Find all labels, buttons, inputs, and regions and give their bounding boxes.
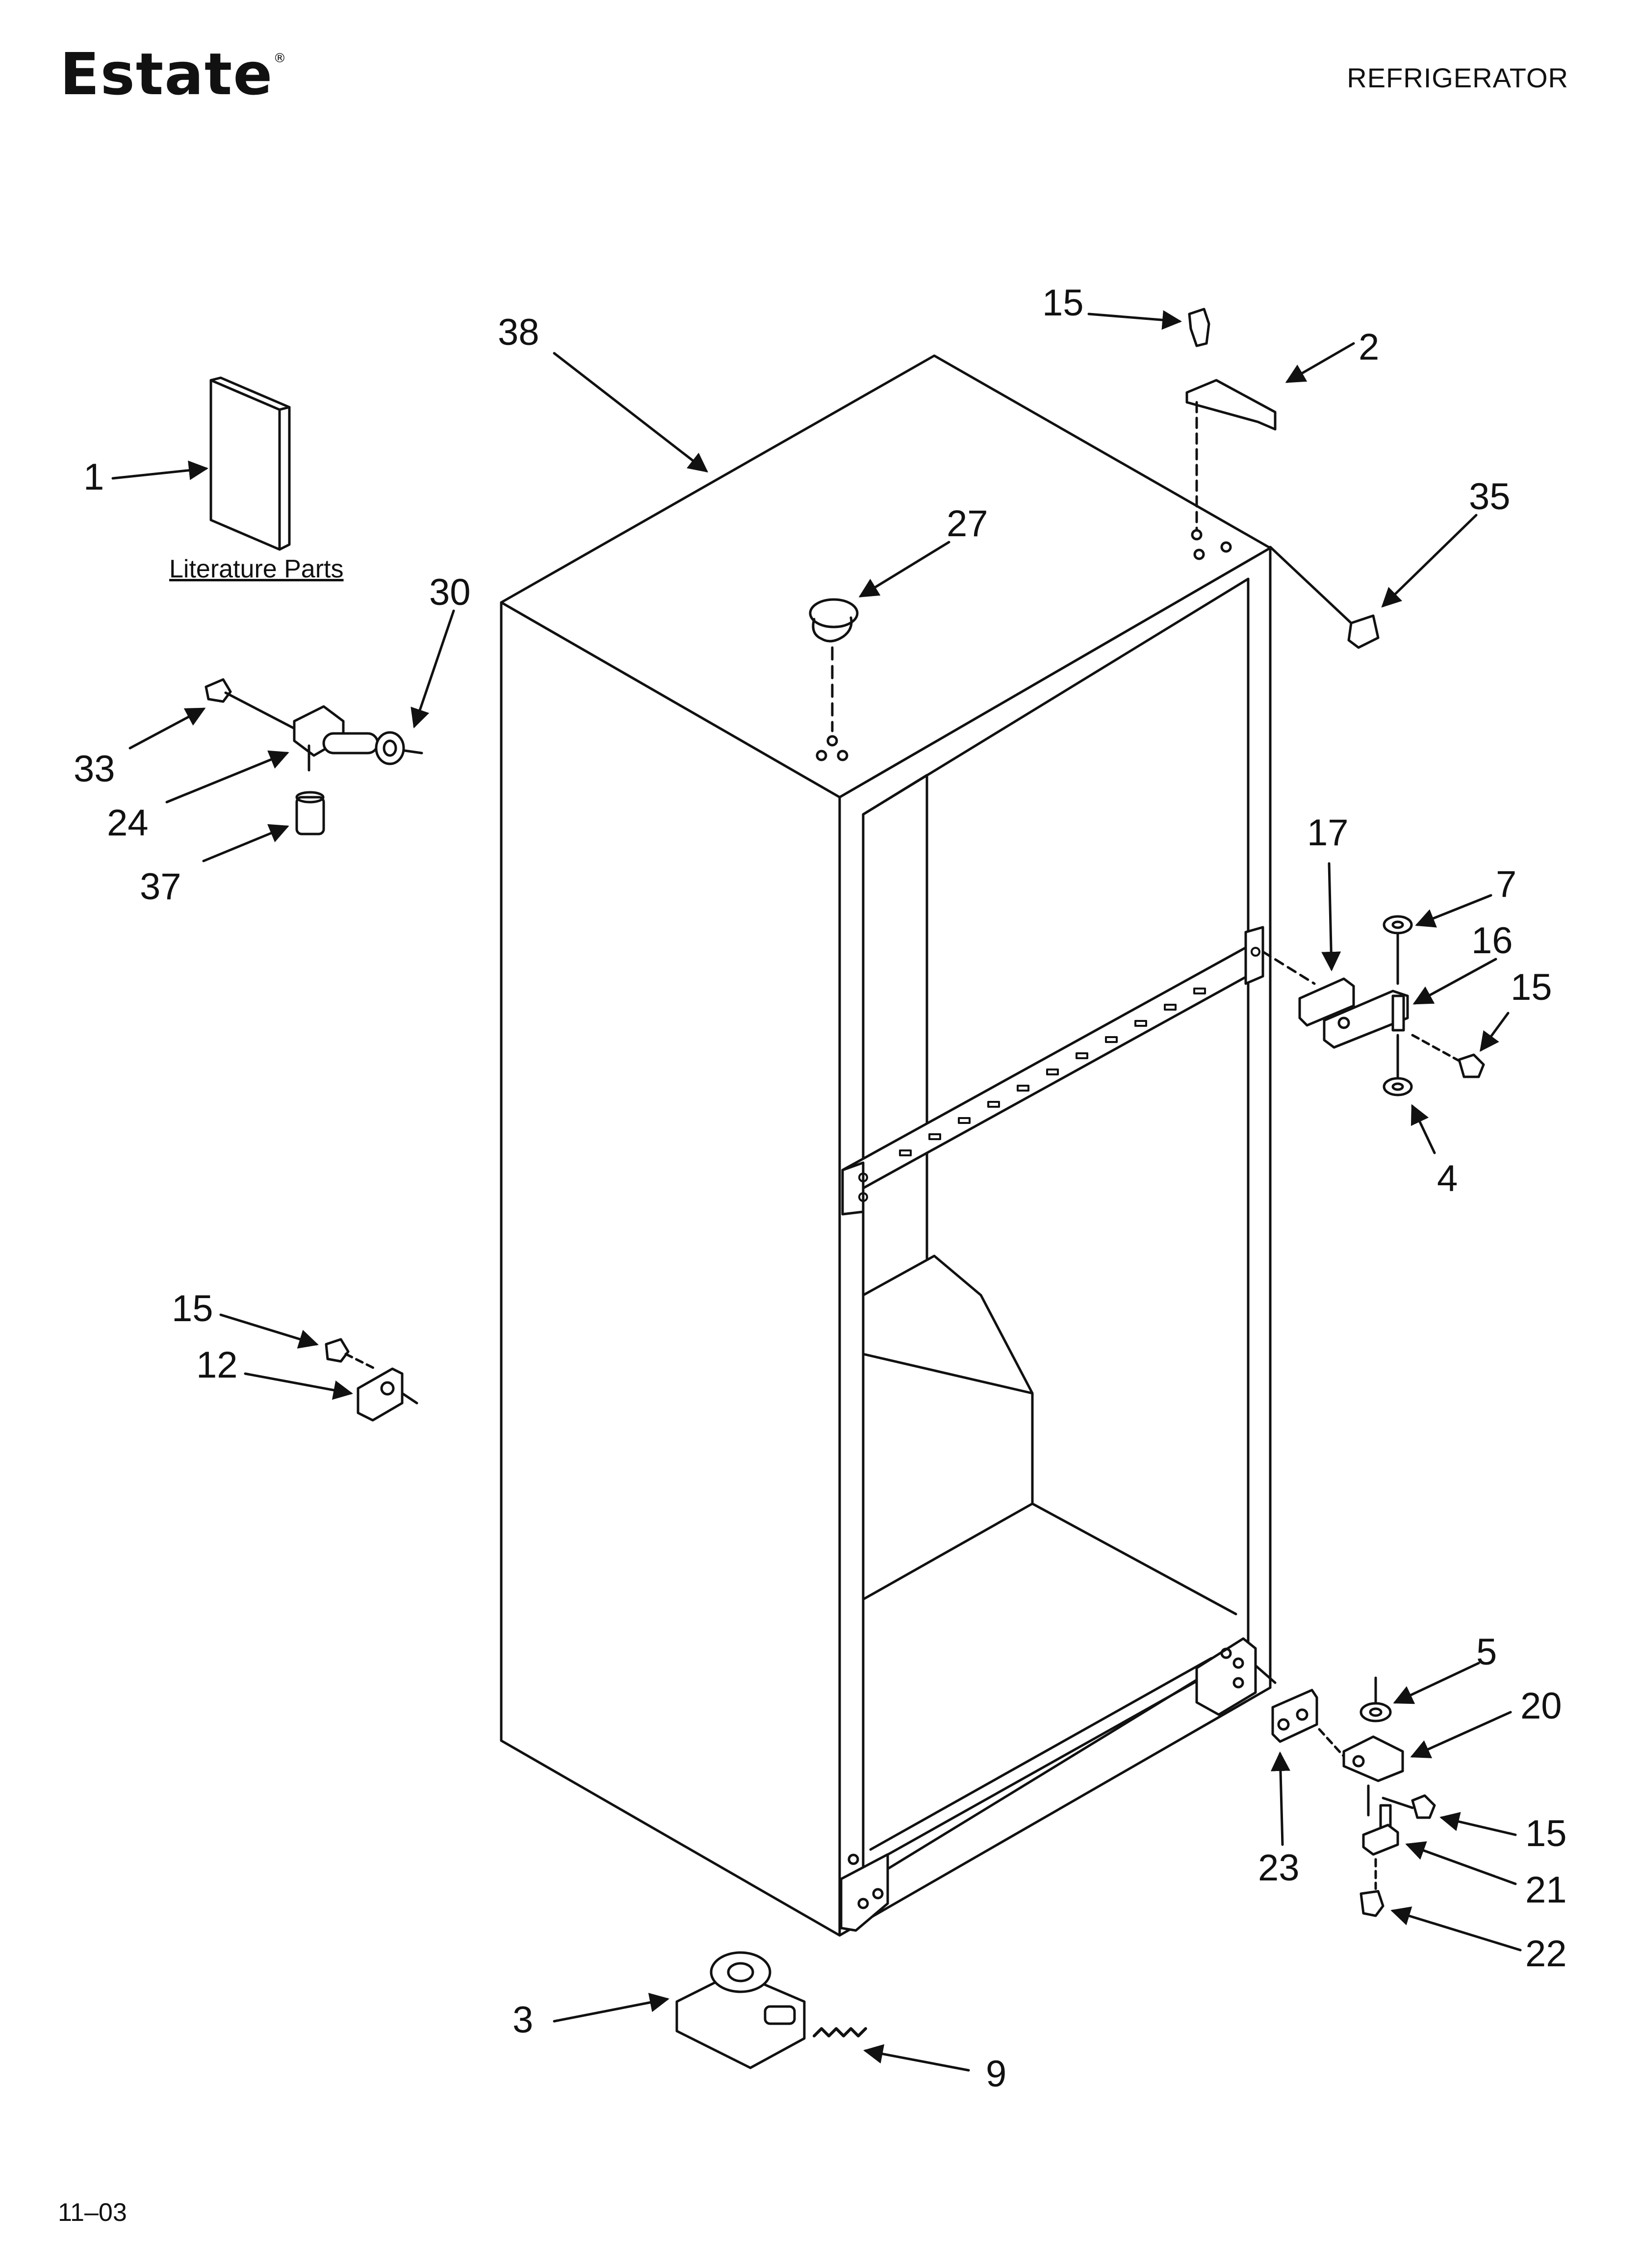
door-closer-latch [325, 1338, 418, 1422]
leader-30 [410, 609, 455, 729]
callout-35: 35 [1469, 476, 1511, 518]
literature-parts-label: Literature Parts [169, 555, 344, 583]
registered-mark: ® [273, 51, 287, 66]
leader-24 [165, 750, 289, 804]
leader-17 [1321, 862, 1341, 971]
leader-33 [128, 707, 206, 750]
callout-30: 30 [429, 572, 471, 613]
brand-name: Estate [60, 40, 274, 108]
leader-7 [1415, 894, 1492, 928]
callout-4: 4 [1437, 1158, 1458, 1199]
middle-hinge-assembly [1261, 915, 1485, 1096]
leader-9 [863, 2044, 970, 2072]
bottom-hinge-assembly [1254, 1664, 1436, 1917]
center-hinge-assembly [205, 678, 423, 835]
callout-12: 12 [196, 1344, 238, 1386]
leader-16 [1412, 958, 1497, 1005]
callout-33: 33 [74, 748, 115, 790]
callout-20: 20 [1520, 1685, 1562, 1727]
brand-logo: Estate® [60, 45, 287, 103]
top-hinge-bracket [1185, 308, 1277, 531]
revision-date: 11–03 [58, 2198, 127, 2227]
grommet-plug [809, 598, 859, 732]
callout-1: 1 [83, 456, 104, 498]
callout-27: 27 [947, 503, 988, 545]
leader-35 [1381, 514, 1478, 608]
leader-4 [1411, 1104, 1436, 1154]
door-stop [1269, 546, 1380, 649]
callout-16: 16 [1471, 920, 1513, 962]
leader-15-mid [1480, 1012, 1510, 1052]
leader-21 [1405, 1841, 1517, 1885]
callout-15-middle: 15 [1511, 966, 1552, 1008]
literature-booklet [209, 376, 291, 551]
leader-15-left [219, 1313, 319, 1349]
callout-15-top: 15 [1042, 282, 1084, 324]
callout-37: 37 [140, 866, 181, 908]
callout-17: 17 [1307, 812, 1349, 854]
appliance-category: REFRIGERATOR [1347, 62, 1568, 93]
callout-23: 23 [1258, 1847, 1300, 1889]
leader-27 [858, 541, 950, 598]
leader-23 [1270, 1751, 1290, 1846]
leader-15-bottom [1439, 1812, 1517, 1836]
leader-12 [244, 1372, 353, 1400]
callout-3: 3 [513, 1999, 534, 2041]
callout-22: 22 [1525, 1933, 1567, 1975]
leader-37 [202, 824, 289, 862]
callout-15-left: 15 [172, 1288, 213, 1330]
leader-3 [553, 1993, 669, 2023]
leader-5 [1393, 1662, 1480, 1704]
leader-15-top [1087, 310, 1182, 330]
cabinet [500, 354, 1272, 1937]
callout-9: 9 [986, 2053, 1007, 2095]
callout-15-bottom: 15 [1525, 1813, 1567, 1854]
callout-24: 24 [107, 802, 149, 844]
leader-lines [111, 310, 1522, 2072]
leader-2 [1285, 342, 1355, 383]
leader-1 [111, 460, 208, 480]
callout-21: 21 [1525, 1869, 1567, 1911]
leader-20 [1410, 1711, 1512, 1758]
callout-38: 38 [498, 312, 539, 353]
leader-22 [1390, 1906, 1522, 1952]
leader-38 [553, 352, 708, 473]
callout-2: 2 [1359, 326, 1380, 368]
callout-5: 5 [1476, 1631, 1497, 1673]
roller-assembly [675, 1951, 867, 2069]
callout-7: 7 [1496, 863, 1517, 905]
